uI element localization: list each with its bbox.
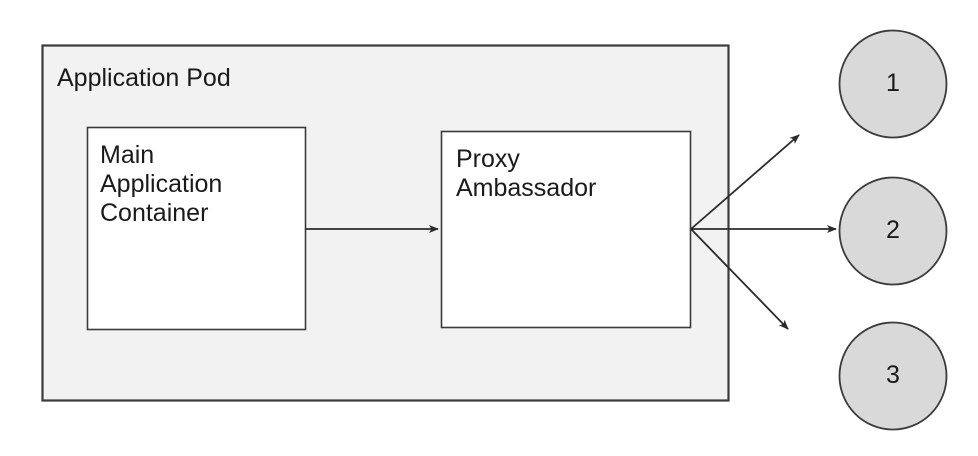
connector-proxy-to-endpoint-1 <box>690 134 800 230</box>
endpoint-circle-2 <box>838 176 948 286</box>
proxy-ambassador-box <box>440 130 692 329</box>
connector-proxy-to-endpoint-3 <box>690 228 789 330</box>
endpoint-circle-3 <box>838 321 948 431</box>
main-application-container-box <box>86 126 307 331</box>
endpoint-circle-1 <box>838 29 948 139</box>
